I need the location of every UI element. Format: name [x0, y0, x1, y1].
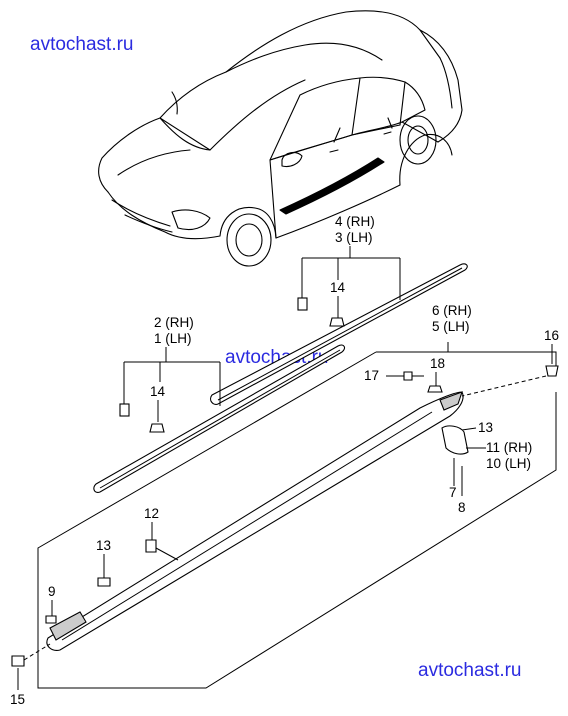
clip-icon [149, 423, 165, 433]
callout-12: 12 [144, 506, 159, 521]
callout-3-lh: 3 (LH) [335, 230, 373, 245]
callout-15: 15 [10, 692, 25, 707]
side-sill-panel [46, 391, 464, 651]
callout-14-lower: 14 [150, 384, 166, 399]
screw-icon [403, 371, 424, 381]
callout-18: 18 [430, 356, 445, 371]
callout-17: 17 [364, 368, 379, 383]
screw-icon [11, 655, 25, 667]
watermark-bottom: avtochast.ru [418, 660, 522, 681]
callout-8: 8 [458, 500, 466, 515]
callout-2-rh: 2 (RH) [154, 315, 194, 330]
callout-5-lh: 5 (LH) [432, 319, 470, 334]
car-illustration [98, 10, 463, 267]
callout-13-lower: 13 [96, 538, 111, 553]
clip-icon [119, 403, 130, 417]
leader-12-dashed [155, 547, 179, 561]
clip-icon [297, 297, 308, 311]
leader-4-3 [301, 246, 401, 300]
grommet-icon [545, 365, 559, 377]
callout-4-rh: 4 (RH) [335, 214, 375, 229]
box-outline-top [376, 351, 557, 372]
box-outline [37, 351, 557, 689]
callout-7: 7 [449, 485, 457, 500]
callout-10-lh: 10 (LH) [486, 456, 531, 471]
clip-icon [145, 539, 157, 553]
callout-14-upper: 14 [330, 280, 346, 295]
clip-icon [427, 385, 443, 393]
callout-13-upper: 13 [478, 420, 493, 435]
leader-15-dashed [23, 643, 51, 661]
mud-guard [441, 425, 469, 455]
watermark-top: avtochast.ru [30, 34, 134, 55]
callout-11-rh: 11 (RH) [486, 440, 532, 455]
callout-1-lh: 1 (LH) [154, 331, 192, 346]
moulding-front-door [93, 344, 346, 493]
clip-icon [97, 577, 111, 587]
callout-16: 16 [544, 328, 559, 343]
leader-13-upper [461, 427, 477, 431]
callout-9: 9 [48, 584, 56, 599]
leader-2-1 [123, 347, 221, 406]
clip-icon [45, 615, 57, 624]
callout-6-rh: 6 (RH) [432, 303, 472, 318]
clip-icon [329, 317, 345, 327]
moulding-rear-door [210, 263, 468, 405]
leader-16-dashed [461, 375, 547, 397]
